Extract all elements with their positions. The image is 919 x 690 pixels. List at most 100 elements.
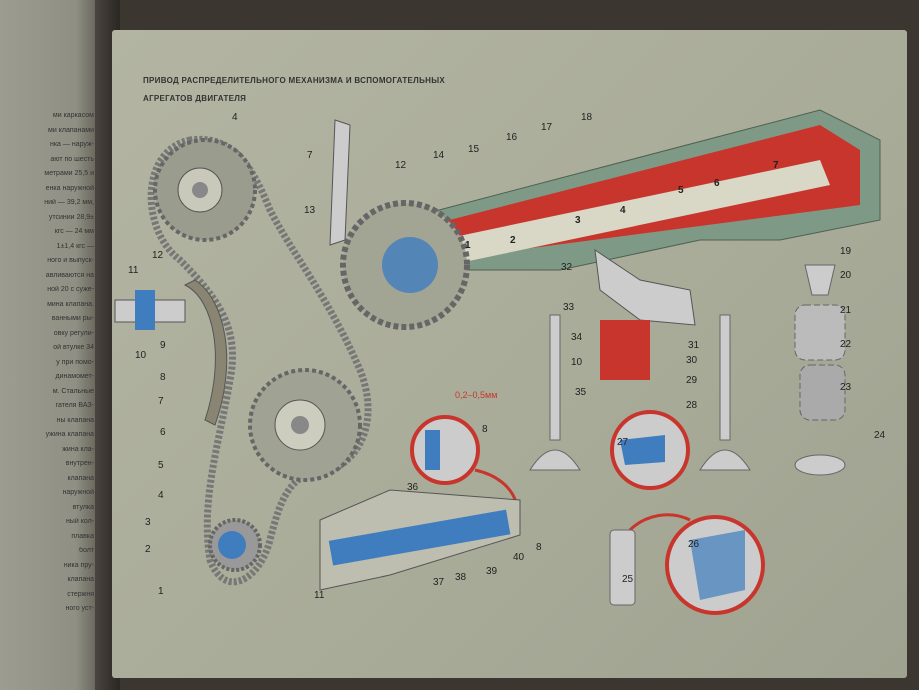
callout-label: 37 <box>433 577 445 588</box>
left-page-line: клапана <box>67 576 94 583</box>
cam-lobe-number: 5 <box>678 185 684 196</box>
left-page-line: утсинии 28,9± <box>48 213 94 221</box>
callout-label: 3 <box>145 517 151 528</box>
left-page-line: внутрен- <box>65 460 94 467</box>
left-page-line: болт <box>78 547 94 554</box>
left-page-line: ой втулке 34 <box>53 344 94 351</box>
left-page-line: кгс — 24 мм <box>54 228 94 235</box>
inset-tensioner-gap <box>410 415 480 485</box>
left-page-line: ужина клапана <box>45 431 94 438</box>
clearance-note: 0,2–0,5мм <box>455 390 498 400</box>
left-page-line: нка — наруж- <box>49 141 94 148</box>
left-page-line: м. Стальные <box>52 387 94 395</box>
cam-lobe-number: 6 <box>714 178 720 189</box>
callout-label: 30 <box>686 355 698 366</box>
left-page-line: ника пру- <box>63 561 94 569</box>
intermediate-sprocket <box>248 368 362 482</box>
callout-label: 22 <box>840 339 852 350</box>
left-page-line: овку регули- <box>53 329 94 337</box>
callout-label: 40 <box>513 552 525 563</box>
callout-label: 12 <box>395 160 407 171</box>
shoe <box>329 119 351 246</box>
title-line-1: ПРИВОД РАСПРЕДЕЛИТЕЛЬНОГО МЕХАНИЗМА И ВС… <box>143 76 445 85</box>
left-page-line: жина кла- <box>62 445 94 453</box>
left-page-line: клапана <box>67 474 94 482</box>
cam-lobe-number: 7 <box>773 160 779 171</box>
callout-label: 12 <box>152 250 164 261</box>
callout-label: 31 <box>688 340 700 351</box>
left-page-line: втулка <box>72 503 94 511</box>
chain-damper <box>183 279 228 426</box>
left-page-line: плавка <box>71 532 94 540</box>
callout-label: 1 <box>158 586 164 597</box>
callout-label: 29 <box>686 375 698 386</box>
callout-label: 20 <box>840 270 852 281</box>
callout-label: 8 <box>482 424 488 435</box>
left-page-line: ают по шесть <box>50 155 94 163</box>
camshaft-housing <box>419 109 881 271</box>
left-page-line: ванными ры- <box>51 315 94 322</box>
callout-label: 17 <box>541 122 553 133</box>
callout-label: 27 <box>617 437 629 448</box>
callout-label: 32 <box>561 262 573 273</box>
left-page-line: енка наружной <box>45 184 94 192</box>
cam-lobe-number: 4 <box>620 205 626 216</box>
hydraulic-tensioner <box>319 489 521 591</box>
callout-label: 34 <box>571 332 583 343</box>
callout-label: 2 <box>145 544 151 555</box>
chain-tensioner <box>114 290 186 330</box>
callout-label: 25 <box>622 574 634 585</box>
callout-label: 14 <box>433 150 445 161</box>
callout-label: 5 <box>158 460 164 471</box>
camshaft-sprocket-2 <box>340 200 470 330</box>
left-page-line: ной 20 с суже- <box>47 286 94 293</box>
callout-label: 7 <box>307 150 313 161</box>
rocker-arm <box>594 248 696 326</box>
callout-label: 6 <box>160 427 166 438</box>
camshaft-sprocket <box>153 138 257 242</box>
callout-label: 39 <box>486 566 498 577</box>
callout-label: 26 <box>688 539 700 550</box>
callout-label: 8 <box>160 372 166 383</box>
left-page-line: у при помо- <box>56 358 94 366</box>
left-page-line: ного и выпуск- <box>47 257 94 264</box>
left-page-line: мина клапана. <box>47 300 94 308</box>
callout-label: 24 <box>874 430 886 441</box>
left-page-line: авливаются на <box>45 271 94 279</box>
callout-label: 15 <box>468 144 480 155</box>
callout-label: 10 <box>571 357 583 368</box>
callout-label: 13 <box>304 205 316 216</box>
callout-label: 35 <box>575 387 587 398</box>
callout-label: 38 <box>455 572 467 583</box>
callout-label: 8 <box>536 542 542 553</box>
left-page-line: 1±1,4 кгс — <box>56 242 94 250</box>
left-page-line: ного уст- <box>65 605 94 612</box>
left-page-line: динамомет- <box>55 373 94 380</box>
left-page-line: стержня <box>67 590 94 598</box>
left-page-line: наружной <box>62 489 94 496</box>
left-page-line: ми каркасом <box>52 112 94 119</box>
left-page-line: ный кол- <box>65 518 94 525</box>
left-page-line: ми клапанами <box>48 126 94 134</box>
callout-label: 19 <box>840 246 852 257</box>
crankshaft-sprocket <box>208 518 262 572</box>
callout-label: 16 <box>506 132 518 143</box>
title-line-2: АГРЕГАТОВ ДВИГАТЕЛЯ <box>143 94 247 103</box>
valve-springs <box>794 264 846 476</box>
left-page-line: гателя ВАЗ- <box>55 402 94 409</box>
callout-label: 11 <box>128 265 139 276</box>
page-title: ПРИВОД РАСПРЕДЕЛИТЕЛЬНОГО МЕХАНИЗМА И ВС… <box>143 72 445 108</box>
callout-label: 4 <box>232 112 238 123</box>
timing-chain <box>147 135 372 586</box>
callout-label: 4 <box>158 490 164 501</box>
valve-intake <box>699 314 751 471</box>
cam-lobe-number: 1 <box>465 240 471 251</box>
callout-label: 18 <box>581 112 593 123</box>
left-page-line: метрами 25,5 и <box>44 170 94 177</box>
left-page-line: ны клапана <box>56 416 94 424</box>
callout-label: 33 <box>563 302 575 313</box>
valve-guide <box>609 529 636 606</box>
callout-label: 10 <box>135 350 147 361</box>
left-page-line: ний — 39,2 мм, <box>44 199 94 206</box>
